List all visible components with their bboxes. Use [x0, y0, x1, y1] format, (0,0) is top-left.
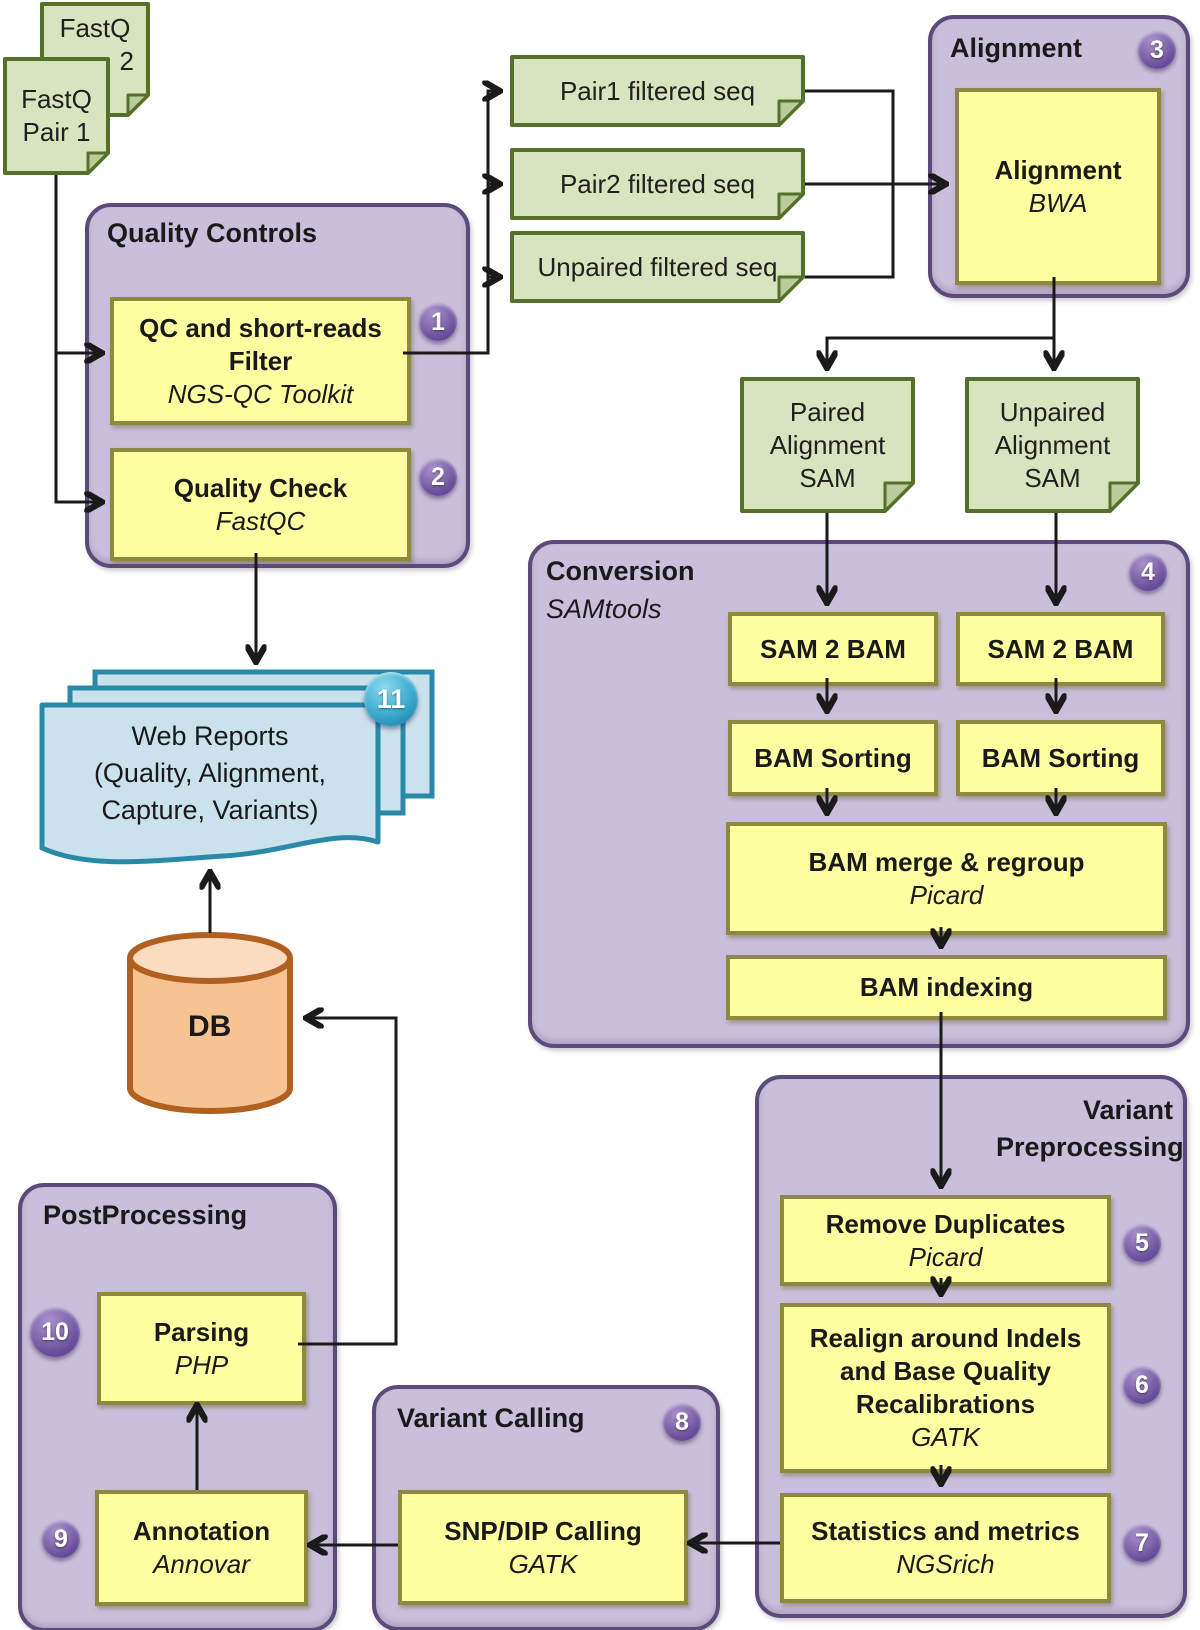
- step-label: Statistics and metrics: [811, 1516, 1080, 1546]
- step-label: BAM merge & regroup: [808, 846, 1085, 877]
- step-tool: NGS-QC Toolkit: [167, 378, 354, 409]
- doc-fastq-pair1: FastQ Pair 1: [3, 57, 110, 175]
- step-tool: GATK: [508, 1548, 578, 1579]
- badge-9: 9: [42, 1520, 80, 1558]
- step-snp-dip-calling: SNP/DIP Calling GATK: [398, 1490, 688, 1605]
- document-shape: [510, 55, 805, 127]
- document-shape: [3, 57, 110, 175]
- step-bam-sorting-right: BAM Sorting: [956, 720, 1165, 796]
- step-tool: Picard: [908, 1241, 983, 1272]
- document-shape: [740, 377, 915, 513]
- badge-8: 8: [663, 1403, 701, 1441]
- step-remove-duplicates: Remove Duplicates Picard: [780, 1195, 1111, 1286]
- badge-5: 5: [1123, 1224, 1161, 1262]
- badge-6: 6: [1123, 1366, 1161, 1404]
- doc-paired-alignment-sam: Paired Alignment SAM: [740, 377, 915, 513]
- variant-calling-title: Variant Calling: [397, 1403, 585, 1433]
- web-reports-label: Web Reports (Quality, Alignment, Capture…: [60, 718, 360, 829]
- step-label: Parsing: [153, 1316, 250, 1347]
- step-label: Recalibrations: [855, 1389, 1036, 1419]
- arrow-parsing-to-db: [298, 1018, 398, 1346]
- step-bam-sorting-left: BAM Sorting: [728, 720, 938, 796]
- cylinder-shape: [127, 932, 293, 1114]
- badge-1: 1: [419, 303, 457, 341]
- document-shape: [510, 231, 805, 303]
- step-sam2bam-right: SAM 2 BAM: [956, 612, 1165, 686]
- step-label: BAM Sorting: [754, 742, 912, 773]
- quality-controls-title: Quality Controls: [107, 218, 318, 248]
- step-label: BAM Sorting: [981, 742, 1140, 773]
- variant-preprocessing-title-2: Preprocessing: [996, 1132, 1184, 1162]
- doc-label: Pair1 filtered seq: [559, 75, 756, 106]
- step-label: Filter: [228, 345, 293, 376]
- step-annotation: Annotation Annovar: [95, 1490, 308, 1606]
- step-tool: Picard: [909, 879, 984, 910]
- step-label: Alignment: [994, 154, 1122, 185]
- step-label: Realign around Indels: [809, 1323, 1082, 1353]
- step-parsing: Parsing PHP: [97, 1292, 306, 1405]
- badge-4: 4: [1129, 553, 1167, 591]
- step-realign: Realign around Indels and Base Quality R…: [780, 1303, 1111, 1473]
- document-shape: [965, 377, 1140, 513]
- doc-unpaired-alignment-sam: Unpaired Alignment SAM: [965, 377, 1140, 513]
- step-statistics: Statistics and metrics NGSrich: [780, 1493, 1111, 1603]
- doc-label: Unpaired Alignment SAM: [994, 396, 1111, 493]
- step-label: SAM 2 BAM: [987, 633, 1134, 664]
- web-reports-line: Web Reports: [131, 721, 289, 751]
- step-label: Quality Check: [173, 472, 348, 503]
- web-reports-line: Capture, Variants): [101, 795, 319, 825]
- step-label: SAM 2 BAM: [760, 633, 906, 664]
- stacked-report-shape: [39, 669, 435, 865]
- step-label: SNP/DIP Calling: [444, 1515, 642, 1546]
- doc-unpaired-filtered-seq: Unpaired filtered seq: [510, 231, 805, 303]
- alignment-title: Alignment: [950, 33, 1082, 63]
- doc-label: Paired Alignment SAM: [769, 396, 886, 493]
- step-bam-indexing: BAM indexing: [726, 955, 1167, 1020]
- document-shape: [510, 148, 805, 220]
- step-qc-filter: QC and short-reads Filter NGS-QC Toolkit: [110, 297, 411, 425]
- badge-3: 3: [1138, 31, 1176, 69]
- step-label: BAM indexing: [859, 972, 1034, 1002]
- step-alignment-bwa: Alignment BWA: [955, 88, 1161, 285]
- arrow-fastq-to-qualitycheck: [54, 175, 102, 502]
- step-label: Annotation: [132, 1516, 271, 1546]
- step-label: Remove Duplicates: [825, 1208, 1066, 1239]
- step-tool: PHP: [174, 1349, 229, 1380]
- variant-preprocessing-title-1: Variant: [1083, 1095, 1174, 1125]
- step-sam2bam-left: SAM 2 BAM: [728, 612, 938, 686]
- step-label: QC and short-reads: [139, 312, 382, 343]
- badge-10: 10: [30, 1307, 80, 1357]
- step-tool: GATK: [911, 1422, 980, 1452]
- doc-label: Pair2 filtered seq: [559, 168, 756, 199]
- doc-pair1-filtered-seq: Pair1 filtered seq: [510, 55, 805, 127]
- web-reports-stack: [38, 666, 438, 876]
- badge-2: 2: [419, 458, 457, 496]
- arrow-qcfilter-to-pair1: [403, 91, 500, 355]
- step-quality-check: Quality Check FastQC: [110, 448, 411, 561]
- badge-7: 7: [1123, 1524, 1161, 1562]
- step-label: and Base Quality: [840, 1356, 1051, 1386]
- postprocessing-title: PostProcessing: [43, 1200, 248, 1230]
- doc-label: FastQ Pair 1: [21, 84, 92, 147]
- step-tool: BWA: [1028, 187, 1088, 218]
- database-label: DB: [188, 1010, 232, 1043]
- database-cylinder: [120, 928, 300, 1118]
- step-tool: FastQC: [215, 505, 306, 536]
- web-reports-line: (Quality, Alignment,: [93, 758, 327, 788]
- doc-pair2-filtered-seq: Pair2 filtered seq: [510, 148, 805, 220]
- conversion-tool: SAMtools: [546, 594, 662, 624]
- doc-label: FastQ 2: [59, 13, 134, 76]
- arrow-alignment-to-paired-sam: [827, 277, 1056, 368]
- doc-label: Unpaired filtered seq: [537, 251, 778, 282]
- conversion-title: Conversion: [546, 556, 695, 586]
- badge-11: 11: [364, 672, 418, 726]
- step-tool: NGSrich: [896, 1549, 995, 1579]
- step-tool: Annovar: [153, 1549, 250, 1579]
